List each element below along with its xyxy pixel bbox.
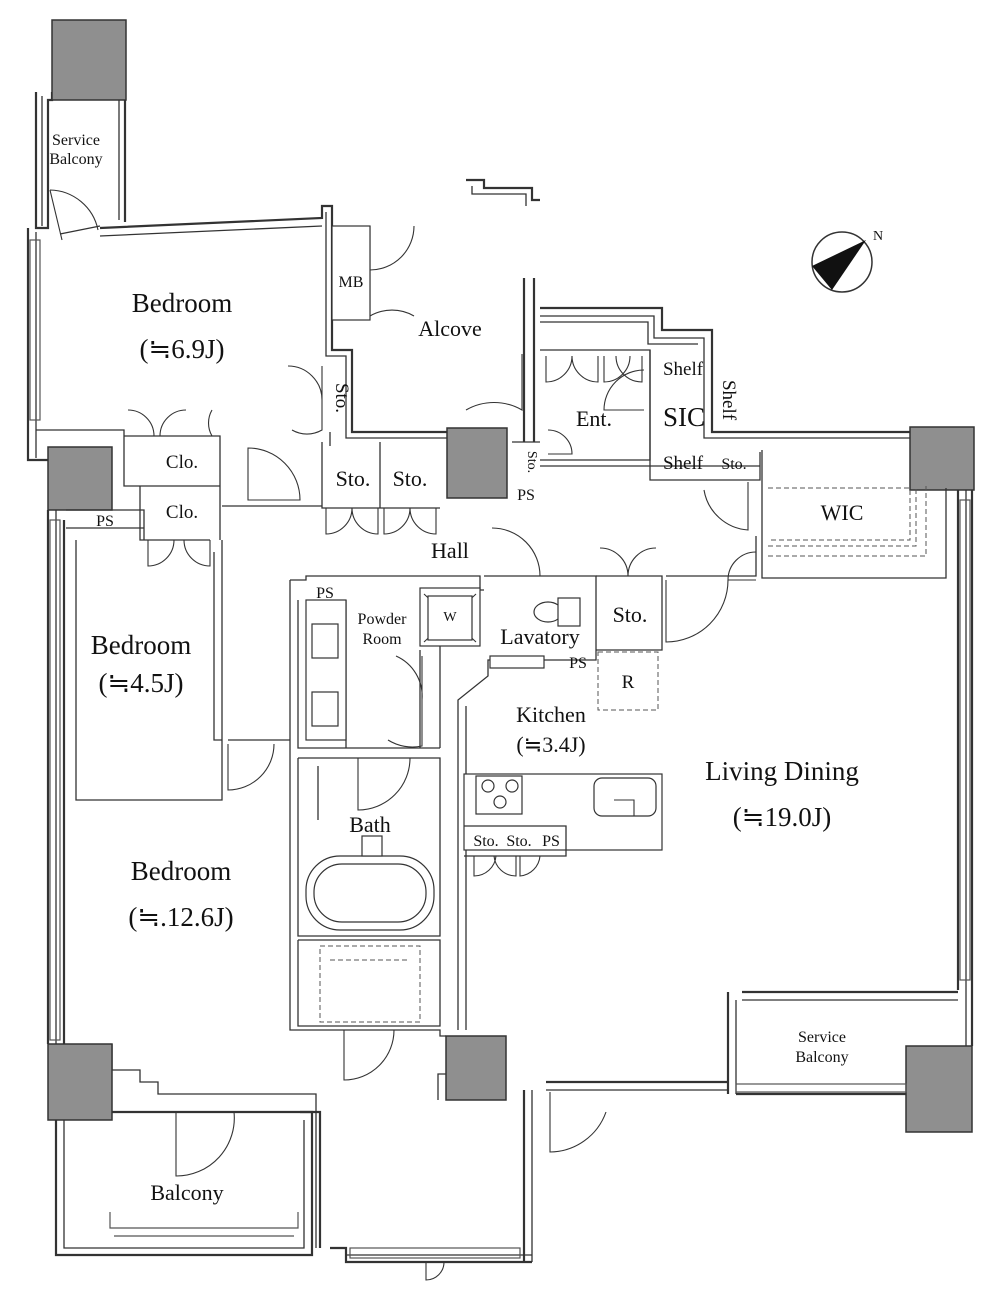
shelf1-label: Shelf: [663, 359, 704, 380]
doors: [49, 189, 757, 1281]
bedroom2-size: (≒4.5J): [99, 668, 184, 698]
sto-ent-label: Sto.: [524, 451, 539, 473]
bath-label: Bath: [349, 812, 391, 837]
bedroom1-size: (≒6.9J): [140, 334, 225, 364]
living-name: Living Dining: [705, 756, 859, 786]
ps-lavatory-label: PS: [569, 655, 587, 672]
shelf2-label: Shelf: [718, 380, 739, 421]
sto-hall2-label: Sto.: [393, 466, 428, 491]
entrance-label: Ent.: [576, 406, 612, 431]
sic-label: SIC: [663, 402, 705, 432]
ps-ent-label: PS: [517, 487, 535, 504]
sto-kitchen1-label: Sto.: [473, 833, 498, 850]
pillars: [47, 19, 975, 1133]
service-balcony-right-1: Service: [798, 1029, 846, 1046]
sto-lavatory-label: Sto.: [613, 602, 648, 627]
washer-label: W: [443, 610, 457, 625]
compass-north-label: N: [873, 229, 883, 244]
sto-kitchen2-label: Sto.: [506, 833, 531, 850]
fixtures: [305, 486, 927, 1023]
living-size: (≒19.0J): [733, 802, 831, 832]
ps-kitchen-label: PS: [542, 833, 560, 850]
clo2-label: Clo.: [166, 502, 198, 523]
ps-powder-label: PS: [316, 585, 334, 602]
bedroom3-size: (≒.12.6J): [128, 902, 233, 932]
wic-label: WIC: [821, 500, 864, 525]
service-balcony-top-1: Service: [52, 132, 100, 149]
powder-room-label-1: Powder: [358, 611, 408, 628]
ps-bedroom-label: PS: [96, 513, 114, 530]
outer-walls: [26, 92, 974, 1264]
service-balcony-top-2: Balcony: [49, 151, 102, 168]
room-labels: Bedroom (≒6.9J) Bedroom (≒4.5J) Bedroom …: [49, 132, 863, 1205]
service-balcony-right-2: Balcony: [795, 1049, 848, 1066]
lavatory-label: Lavatory: [500, 624, 579, 649]
bedroom1-name: Bedroom: [132, 288, 233, 318]
powder-room-label-2: Room: [362, 631, 402, 648]
sto-sic-label: Sto.: [721, 456, 746, 473]
bedroom2-name: Bedroom: [91, 630, 192, 660]
balcony-label: Balcony: [150, 1180, 223, 1205]
compass: N: [811, 229, 883, 293]
kitchen-name: Kitchen: [516, 702, 586, 727]
windows: [29, 239, 971, 1259]
fridge-label: R: [622, 672, 635, 693]
sto-bedroom-label: Sto.: [331, 383, 352, 413]
hall-label: Hall: [431, 538, 469, 563]
bedroom3-name: Bedroom: [131, 856, 232, 886]
fixture-labels: MB Clo. Clo. PS Sto. Sto. Sto. Sto. PS S…: [96, 274, 747, 850]
shelf3-label: Shelf: [663, 453, 704, 474]
mb-label: MB: [339, 274, 364, 291]
kitchen-size: (≒3.4J): [516, 732, 585, 757]
clo1-label: Clo.: [166, 452, 198, 473]
alcove-label: Alcove: [418, 316, 482, 341]
sto-hall1-label: Sto.: [336, 466, 371, 491]
